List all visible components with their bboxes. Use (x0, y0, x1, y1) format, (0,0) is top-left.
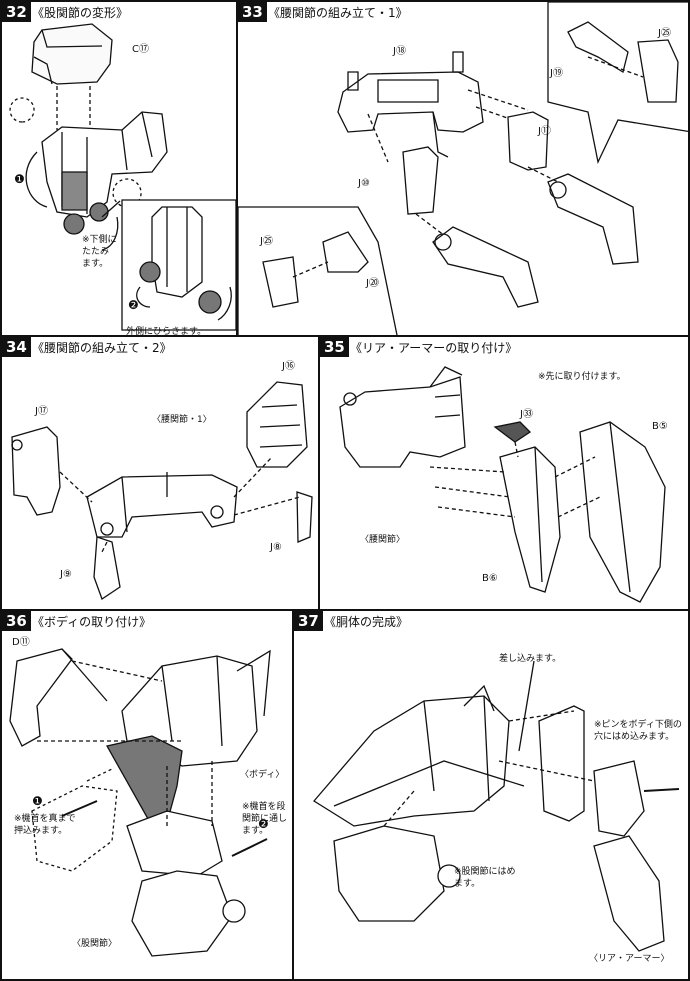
body-label: 〈ボディ〉 (240, 770, 285, 780)
part-label-j8: J⑧ (270, 542, 282, 553)
part-label-j17: J⑰ (35, 406, 48, 417)
rear-armor-label: 〈リア・アーマー〉 (589, 954, 670, 964)
attach-first-note: ※先に取り付けます。 (538, 372, 626, 382)
hip-joint-transform-illustration (2, 2, 236, 337)
waist-joint-assembly-1-illustration (238, 2, 688, 335)
part-label-b5: B⑤ (652, 421, 668, 432)
step-number: 35 (320, 337, 349, 357)
part-label-j33: J㉝ (520, 409, 533, 420)
step-37-panel: 37 《胴体の完成》 差し込みます。 ※ピンをボディ下側の 穴にはめ込みます。 … (292, 609, 690, 981)
step-36-panel: 36 《ボディの取り付け》 D⑪ (0, 609, 294, 981)
callout-1: ❶ (14, 172, 25, 186)
open-outward-note: 外側にひらきます。 (126, 327, 207, 337)
step-title: 《腰関節の組み立て・1》 (268, 6, 408, 20)
part-label-j18: J⑱ (393, 46, 406, 57)
step-number: 37 (294, 611, 323, 631)
part-label-b6: B⑥ (482, 573, 498, 584)
part-label-j16: J⑯ (282, 361, 295, 372)
torso-complete-illustration (294, 611, 690, 981)
step-title: 《腰関節の組み立て・2》 (32, 341, 172, 355)
fit-hip-note: ※股関節にはめ ます。 (454, 867, 516, 889)
hip-joint-label: 〈腰関節〉 (360, 535, 406, 545)
body-attach-illustration (2, 611, 294, 981)
part-label-j25-top: J㉕ (658, 28, 671, 39)
step-32-panel: 32 《股関節の変形》 (0, 0, 238, 337)
step-35-panel: 35 《リア・アーマーの取り付け》 J㉝ B⑤ B⑥ ※先に取り付け (318, 335, 690, 611)
waist-joint-1-label: 〈腰関節・1〉 (152, 415, 212, 425)
part-label-j11: J⑪ (538, 126, 551, 137)
step-33-panel: 33 《腰関節の組み立て・1》 (236, 0, 690, 337)
callout-1: ❶ (32, 794, 43, 808)
callout-2: ❷ (258, 817, 269, 831)
part-label-j10: J⑩ (358, 178, 370, 189)
pin-into-hole-note: ※ピンをボディ下側の 穴にはめ込みます。 (594, 720, 682, 742)
part-label-j25-bottom: J㉕ (260, 236, 273, 247)
step-title: 《リア・アーマーの取り付け》 (350, 341, 518, 355)
step-number: 32 (2, 2, 31, 22)
callout-2: ❷ (128, 298, 139, 312)
insert-note: 差し込みます。 (499, 654, 562, 664)
part-label-j20: J⑳ (366, 278, 379, 289)
step-number: 34 (2, 337, 31, 357)
waist-joint-assembly-2-illustration (2, 337, 320, 611)
step-title: 《ボディの取り付け》 (32, 615, 152, 629)
part-label-j19: J⑲ (550, 68, 563, 79)
step-34-panel: 34 《腰関節の組み立て・2》 J⑯ J⑰ J⑧ J⑨ (0, 335, 320, 611)
hip-joint-label: 〈股関節〉 (72, 939, 118, 949)
fold-under-note: ※下側に たたみ ます。 (82, 235, 117, 269)
rear-armor-attach-illustration (320, 337, 690, 611)
step-number: 36 (2, 611, 31, 631)
step-title: 《股関節の変形》 (32, 6, 129, 20)
part-label-j9: J⑨ (60, 569, 72, 580)
part-label-d11: D⑪ (12, 637, 30, 648)
thread-nose-note: ※機首を段 関節に通し ます。 (242, 802, 288, 836)
part-label-c17: C⑰ (132, 44, 149, 55)
push-nose-note: ※機首を真まで 押込みます。 (14, 814, 76, 836)
step-title: 《胴体の完成》 (324, 615, 409, 629)
step-number: 33 (238, 2, 267, 22)
